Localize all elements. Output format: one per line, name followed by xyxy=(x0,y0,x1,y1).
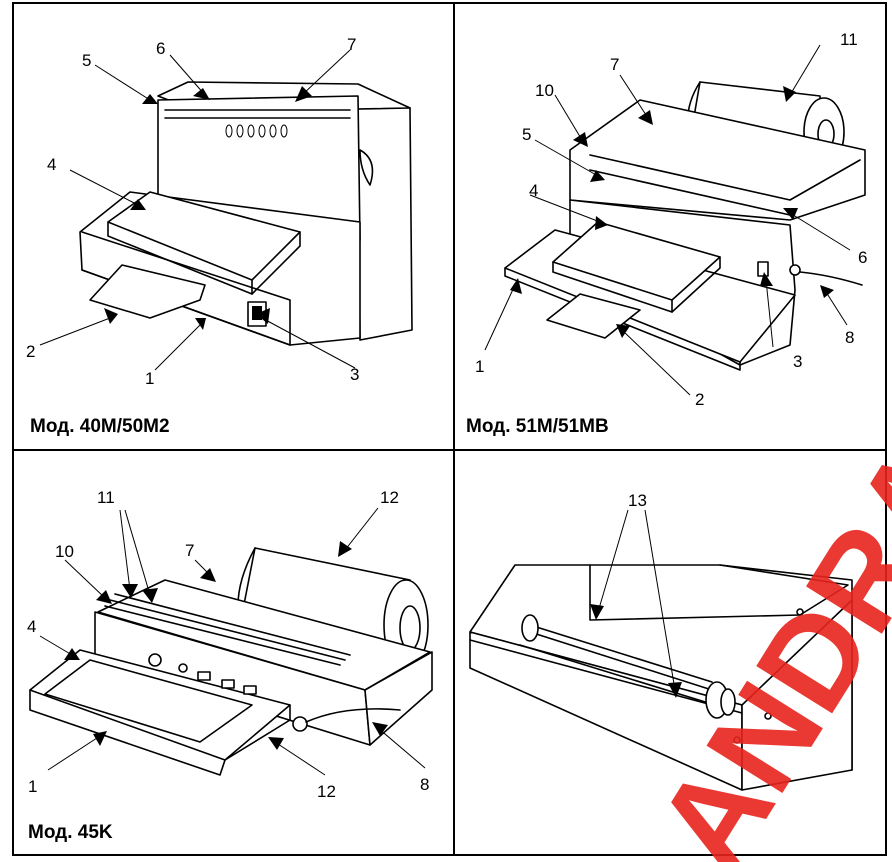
device-drawing-rollers xyxy=(469,564,853,791)
panel-model-45k: 12 11 7 10 4 1 12 8 Мод. 45K xyxy=(27,488,433,843)
callout-8: 8 xyxy=(845,328,854,347)
callouts-51m: 11 7 10 5 4 6 8 1 3 2 xyxy=(475,30,867,409)
callout-2: 2 xyxy=(695,390,704,409)
callout-13: 13 xyxy=(628,491,647,510)
device-drawing-45k xyxy=(29,547,433,776)
caption-model-51m: Мод. 51M/51MB xyxy=(466,416,609,437)
callout-5: 5 xyxy=(82,51,91,70)
callout-2: 2 xyxy=(26,342,35,361)
callout-6: 6 xyxy=(858,248,867,267)
device-drawing-40m xyxy=(79,81,413,346)
callout-11: 12 xyxy=(380,488,399,507)
callout-4: 4 xyxy=(47,155,56,174)
callout-1: 1 xyxy=(145,369,154,388)
panel-rollers: 13 xyxy=(469,491,853,791)
callout-5: 5 xyxy=(522,125,531,144)
panel-model-40m: 5 6 7 4 2 1 3 Мод. 40M/50M2 xyxy=(26,35,413,437)
callout-10: 10 xyxy=(535,81,554,100)
callout-7: 7 xyxy=(610,55,619,74)
callout-3: 3 xyxy=(350,365,359,384)
callout-7: 7 xyxy=(185,541,194,560)
callout-4: 4 xyxy=(27,617,36,636)
callouts-40m: 5 6 7 4 2 1 3 xyxy=(26,35,359,388)
callouts-rollers: 13 xyxy=(590,491,682,698)
callout-8: 8 xyxy=(420,775,429,794)
caption-model-45k: Мод. 45K xyxy=(28,822,113,843)
callouts-45k: 12 11 7 10 4 1 12 8 xyxy=(27,488,429,801)
panel-frame xyxy=(12,2,887,856)
callout-7: 7 xyxy=(347,35,356,54)
callout-3: 3 xyxy=(793,352,802,371)
panel-model-51m: 11 7 10 5 4 6 8 1 3 2 Мод. 51M/51MB xyxy=(466,30,867,437)
caption-model-40m: Мод. 40M/50M2 xyxy=(30,416,170,437)
callout-10: 11 xyxy=(97,488,115,507)
callout-12: 12 xyxy=(317,782,336,801)
callout-6: 6 xyxy=(156,39,165,58)
callout-4: 4 xyxy=(529,181,538,200)
callout-1: 1 xyxy=(475,357,484,376)
callout-11: 11 xyxy=(840,30,858,49)
device-drawing-51m xyxy=(504,81,866,371)
callout-9: 10 xyxy=(55,542,74,561)
callout-1: 1 xyxy=(28,777,37,796)
